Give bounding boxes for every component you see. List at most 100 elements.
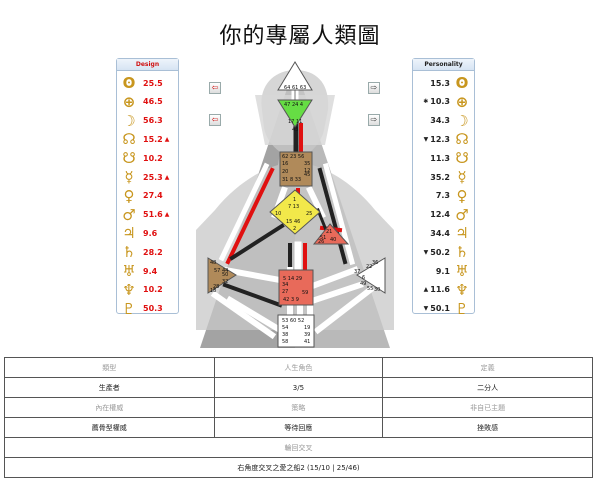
personality-row: 9.1♅ — [413, 261, 474, 281]
personality-mark: ▼ — [423, 305, 429, 313]
design-row: ☊15.2▲ — [117, 129, 178, 149]
throat-gates-f: 12 — [304, 168, 310, 174]
design-value: 56.3 — [143, 116, 163, 126]
ajna-gates-top: 47 24 4 — [284, 102, 303, 108]
design-row: ♂51.6▲ — [117, 205, 178, 225]
venus-icon: ♀ — [123, 186, 135, 205]
design-row: ♆ 10.2 — [117, 280, 178, 300]
personality-value: 11.3 — [430, 153, 450, 163]
authority-value: 薦骨型權威 — [4, 417, 215, 438]
root-gates-d: 19 — [304, 325, 310, 331]
design-row: ♀27.4 — [117, 186, 178, 206]
design-row: ♃ 9.6 — [117, 223, 178, 243]
root-center — [277, 314, 315, 348]
g-gates-15: 15 46 — [286, 219, 300, 225]
personality-row: 35.2☿ — [413, 167, 474, 187]
g-center — [269, 189, 321, 235]
bodygraph-chart: 64 61 63 47 24 4 17 11 43 62 23 56 16 20… — [196, 61, 394, 348]
ego-center — [312, 223, 350, 245]
sun-icon: ʘ — [122, 74, 136, 92]
design-value: 28.2 — [143, 247, 163, 257]
design-value: 10.2 — [143, 153, 163, 163]
g-gates-2: 2 — [293, 226, 296, 232]
page-title: 你的專屬人類圖 — [219, 24, 381, 49]
pluto-icon: ♇ — [455, 299, 469, 318]
jupiter-icon: ♃ — [122, 224, 136, 243]
spleen-gates-b: 57 44 — [214, 268, 228, 274]
neptune-icon: ♆ — [122, 280, 136, 299]
solar-gates-b: 22 — [366, 264, 372, 270]
personality-mark: ▲ — [423, 286, 429, 294]
design-row: ⊕46.5 — [117, 92, 178, 112]
g-gates-25: 25 — [306, 211, 312, 217]
sacral-gates-59: 59 — [302, 290, 308, 296]
uranus-icon: ♅ — [122, 262, 136, 280]
personality-value: 10.3 — [430, 97, 450, 107]
strategy-value: 等待回應 — [213, 417, 384, 438]
profile-value: 3/5 — [213, 377, 384, 398]
personality-value: 12.3 — [430, 134, 450, 144]
personality-row: ✱10.3⊕ — [413, 92, 474, 112]
design-arrow-bottom-button[interactable]: ⇦ — [209, 114, 221, 126]
moon-icon: ☽ — [122, 111, 136, 130]
personality-arrow-bottom-button[interactable]: ⇨ — [368, 114, 380, 126]
design-value: 10.2 — [143, 285, 163, 295]
design-value: 51.6 — [143, 210, 163, 220]
design-value: 50.3 — [143, 304, 163, 314]
design-row: ☋10.2 — [117, 148, 178, 168]
head-center — [277, 61, 313, 91]
solar-gates-e: 49 — [360, 281, 366, 287]
design-value: 25.3 — [143, 172, 163, 182]
personality-arrow-top-button[interactable]: ⇨ — [368, 82, 380, 94]
personality-value: 50.2 — [430, 247, 450, 257]
earth-icon: ⊕ — [455, 92, 469, 111]
design-value: 9.4 — [143, 266, 158, 276]
personality-row: 7.3♀ — [413, 186, 474, 206]
mercury-icon: ☿ — [124, 168, 134, 186]
personality-value: 34.3 — [430, 116, 450, 126]
spleen-gates-c: 50 — [222, 272, 228, 278]
root-gates-b: 38 — [282, 332, 288, 338]
north-node-icon: ☊ — [122, 130, 136, 149]
personality-row: 12.4 ♂ — [413, 205, 474, 225]
spleen-gates-a: 48 — [210, 260, 216, 266]
mars-icon: ♂ — [455, 205, 469, 224]
solar-gates-g: 30 — [374, 287, 380, 293]
saturn-icon: ♄ — [122, 243, 136, 262]
saturn-icon: ♄ — [455, 243, 469, 262]
personality-row: 34.3 ☽ — [413, 111, 474, 131]
design-row: ♇ 50.3 — [117, 299, 178, 319]
personality-value: 11.6 — [430, 285, 450, 295]
strategy-label: 策略 — [213, 397, 384, 418]
earth-icon: ⊕ — [122, 92, 136, 111]
design-mark: ▲ — [164, 173, 170, 181]
personality-mark: ▼ — [423, 135, 429, 143]
personality-row: ▼50.2♄ — [413, 242, 474, 262]
throat-gates-c: 20 — [282, 169, 288, 175]
sun-icon: ʘ — [455, 74, 469, 92]
pluto-icon: ♇ — [122, 299, 136, 318]
jupiter-icon: ♃ — [455, 224, 469, 243]
cross-label: 輪回交叉 — [4, 437, 593, 458]
throat-gates-a: 62 23 56 — [282, 154, 304, 160]
moon-icon: ☽ — [455, 111, 469, 130]
design-row: ☿ 25.3▲ — [117, 167, 178, 187]
personality-row: 11.3☋ — [413, 148, 474, 168]
throat-center — [279, 151, 313, 187]
channels — [210, 84, 375, 340]
spleen-center — [207, 257, 237, 294]
design-value: 9.6 — [143, 228, 158, 238]
design-arrow-top-button[interactable]: ⇦ — [209, 82, 221, 94]
notself-label: 非自已主題 — [382, 397, 593, 418]
design-row: ☽ 56.3 — [117, 111, 178, 131]
spleen-gates-f: 18 — [210, 288, 216, 294]
spleen-gates-d: 32 — [222, 279, 228, 285]
type-value: 生產者 — [4, 377, 215, 398]
uranus-icon: ♅ — [455, 262, 469, 280]
design-value: 15.2 — [143, 134, 163, 144]
personality-value: 12.4 — [430, 210, 450, 220]
throat-gates-d: 31 8 33 — [282, 177, 301, 183]
personality-row: ▲11.6♆ — [413, 280, 474, 300]
info-table: 類型 人生角色 定義 生產者 3/5 二分人 內在權威 策略 非自已主題 薦骨型… — [4, 357, 593, 478]
